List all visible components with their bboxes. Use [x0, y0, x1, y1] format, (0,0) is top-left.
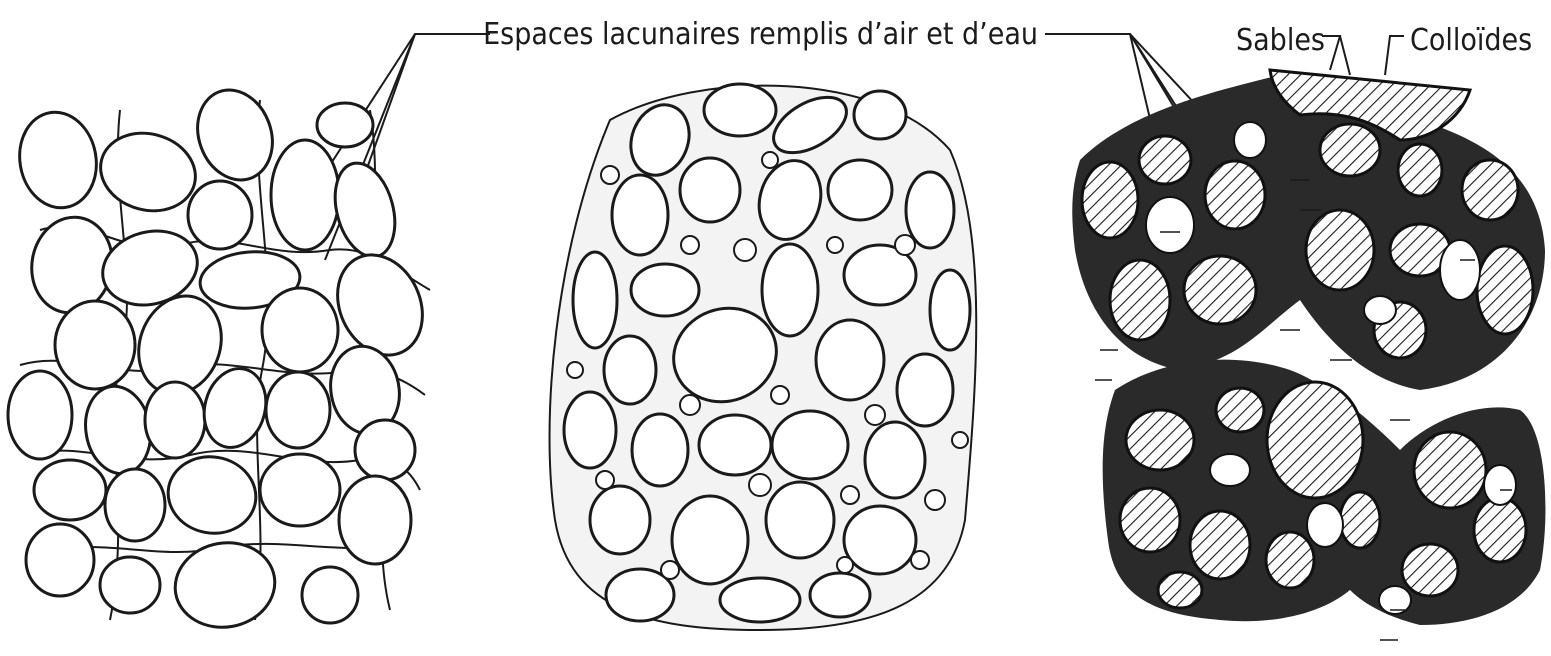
pore-spaces-label: Espaces lacunaires remplis d’air et d’ea…: [483, 17, 1038, 52]
colloids-leader: [1385, 36, 1404, 75]
colloids-label: Colloïdes: [1410, 23, 1532, 58]
sands-leader: [1322, 36, 1350, 75]
panel-packed-structure: [550, 84, 977, 630]
sands-label: Sables: [1236, 23, 1325, 58]
panel-aggregated-structure: [1072, 70, 1545, 640]
panel-loose-structure: [8, 79, 438, 635]
